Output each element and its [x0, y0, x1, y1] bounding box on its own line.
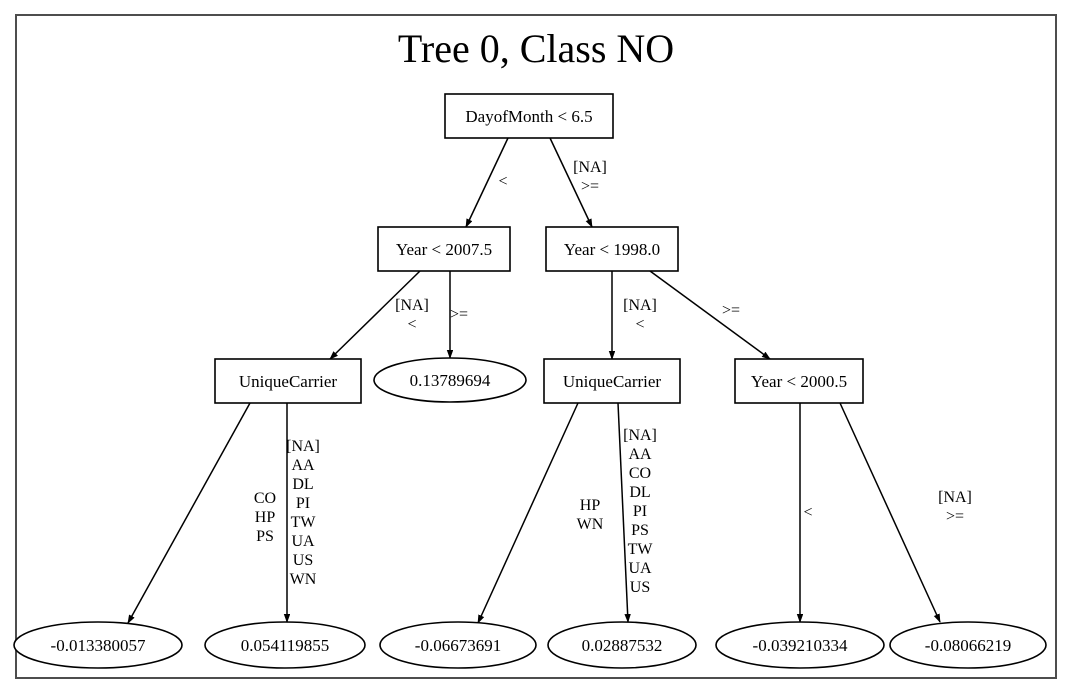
split-condition: UniqueCarrier	[239, 372, 338, 391]
edge-line	[465, 137, 509, 228]
leaf-ellipse	[547, 621, 697, 669]
edge-label: [NA]<	[395, 297, 429, 333]
split-condition: DayofMonth < 6.5	[465, 107, 592, 126]
leaf-ellipse	[889, 621, 1047, 669]
leaf-ellipse	[379, 621, 537, 669]
edge-label: <	[498, 173, 507, 190]
leaf-node[interactable]: -0.08066219	[889, 621, 1047, 669]
split-condition: Year < 2007.5	[396, 240, 492, 259]
leaf-value: -0.039210334	[753, 636, 848, 655]
split-box	[214, 358, 362, 404]
tree-edge: >=	[446, 271, 468, 359]
leaf-node[interactable]: 0.054119855	[204, 621, 366, 669]
edge-label: [NA]<	[623, 297, 657, 333]
leaf-value: -0.06673691	[415, 636, 501, 655]
edge-line	[649, 270, 771, 360]
tree-edge: [NA]<	[608, 271, 657, 360]
edge-line	[329, 270, 421, 360]
leaf-node[interactable]: 0.02887532	[547, 621, 697, 669]
edge-label: >=	[450, 306, 468, 323]
leaf-ellipse	[715, 621, 885, 669]
tree-edge: <	[796, 403, 813, 623]
tree-edge: [NA]>=	[839, 402, 972, 623]
split-box	[377, 226, 511, 272]
split-condition: Year < 2000.5	[751, 372, 847, 391]
leaf-value: 0.13789694	[410, 371, 491, 390]
page-title: Tree 0, Class NO	[398, 26, 674, 71]
edge-line	[549, 137, 593, 228]
edge-line	[477, 402, 579, 624]
split-condition: UniqueCarrier	[563, 372, 662, 391]
split-box	[444, 93, 614, 139]
leaf-value: -0.08066219	[925, 636, 1011, 655]
split-node[interactable]: DayofMonth < 6.5	[444, 93, 614, 139]
split-node[interactable]: UniqueCarrier	[543, 358, 681, 404]
tree-edge: <	[465, 137, 509, 228]
split-box	[734, 358, 864, 404]
split-node[interactable]: Year < 2000.5	[734, 358, 864, 404]
split-box	[543, 358, 681, 404]
leaf-node[interactable]: 0.13789694	[373, 357, 527, 403]
tree-edge: >=	[649, 270, 771, 360]
leaf-node[interactable]: -0.013380057	[13, 621, 183, 669]
edge-line	[617, 402, 631, 623]
leaf-ellipse	[13, 621, 183, 669]
split-node[interactable]: Year < 1998.0	[545, 226, 679, 272]
leaf-node[interactable]: -0.039210334	[715, 621, 885, 669]
tree-edge: [NA]>=	[549, 137, 607, 228]
edge-line	[127, 402, 251, 624]
leaf-ellipse	[373, 357, 527, 403]
split-box	[545, 226, 679, 272]
split-node[interactable]: UniqueCarrier	[214, 358, 362, 404]
leaf-value: 0.054119855	[241, 636, 330, 655]
leaf-node[interactable]: -0.06673691	[379, 621, 537, 669]
edge-line	[839, 402, 941, 623]
leaf-ellipse	[204, 621, 366, 669]
leaf-value: -0.013380057	[51, 636, 146, 655]
split-condition: Year < 1998.0	[564, 240, 660, 259]
edge-label: [NA]>=	[938, 489, 972, 525]
split-node[interactable]: Year < 2007.5	[377, 226, 511, 272]
leaf-value: 0.02887532	[582, 636, 663, 655]
tree-edge: [NA]<	[329, 270, 429, 360]
edge-label: >=	[722, 302, 740, 319]
edge-label: <	[803, 504, 812, 521]
edge-label: [NA]>=	[573, 159, 607, 195]
